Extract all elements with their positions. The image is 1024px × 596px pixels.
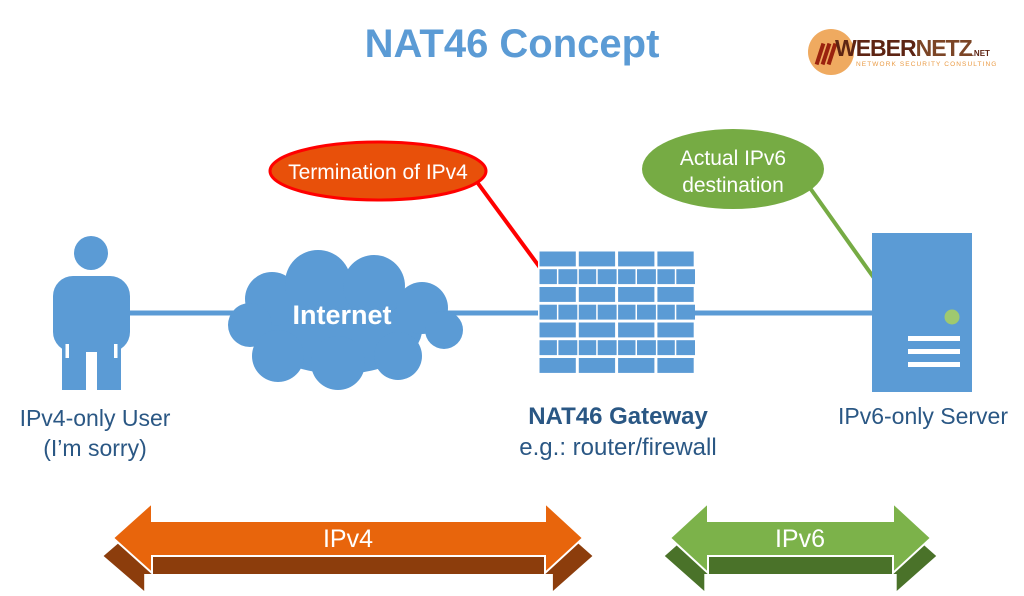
webernetz-logo: WEBERNETZ.NET NETWORK SECURITY CONSULTIN… [808,26,996,80]
internet-label: Internet [292,300,391,330]
ipv4-arrow-label: IPv4 [323,525,373,553]
gateway-label: NAT46 Gateway [528,403,708,430]
destination-label-line1: Actual IPv6 [680,147,786,170]
logo-wordmark: WEBERNETZ.NET [835,35,990,62]
user-sublabel: (I’m sorry) [43,435,146,461]
ipv6-arrow: IPv6 [664,500,937,591]
ipv4-arrow-body [111,500,585,576]
logo-tld: .NET [971,49,990,58]
logo-word-weber: WEBER [835,35,917,61]
termination-label: Termination of IPv4 [288,161,468,184]
destination-callout-line [808,186,876,280]
ipv6-arrow-body [668,500,933,576]
firewall-wall-icon [538,250,695,375]
ipv6-arrow-label: IPv6 [775,525,825,553]
callout-termination: Termination of IPv4 [268,140,488,202]
server-led-icon [944,309,960,325]
user-label: IPv4-only User [20,405,171,431]
ipv4-arrow: IPv4 [103,500,593,591]
internet-cloud-icon [228,250,463,390]
server-label: IPv6-only Server [838,403,1008,429]
server-tower-icon [872,233,972,392]
callout-destination: Actual IPv6 destination [642,129,824,209]
gateway-sublabel: e.g.: router/firewall [519,434,716,461]
termination-ellipse [268,140,488,202]
termination-callout-line [475,180,543,271]
logo-word-netz: NETZ [915,35,973,61]
logo-tagline: NETWORK SECURITY CONSULTING [856,61,998,68]
page-title: NAT46 Concept [364,22,660,66]
user-figure-icon [53,236,130,392]
destination-label-line2: destination [682,174,784,197]
destination-ellipse [642,129,824,209]
logo-circle-icon [808,29,854,75]
